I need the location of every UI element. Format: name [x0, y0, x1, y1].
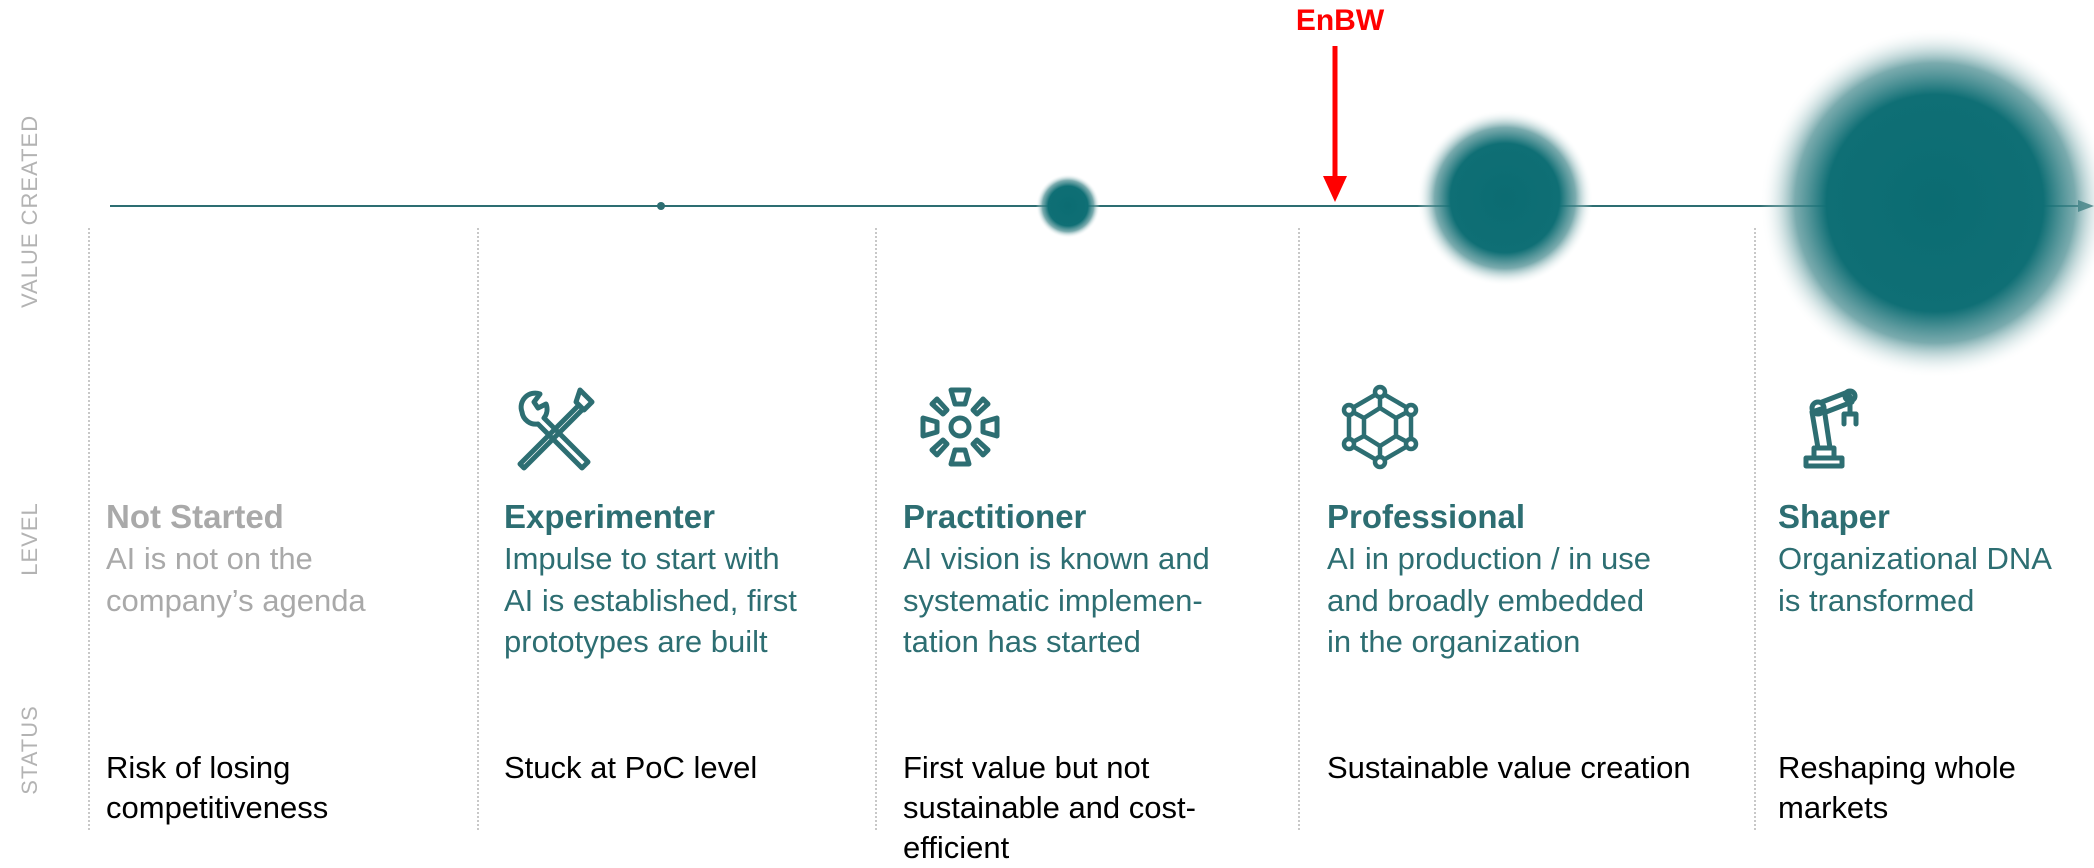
stage-title-not-started: Not Started	[106, 498, 284, 535]
column-divider	[477, 228, 479, 830]
stage-title-experimenter: Experimenter	[504, 498, 715, 535]
marker-arrow-head	[1323, 176, 1347, 202]
column-divider	[1754, 228, 1756, 830]
column-divider	[88, 228, 90, 830]
robot-arm-icon	[1803, 388, 1859, 469]
wrench-screwdriver-icon	[517, 387, 595, 471]
gear-icon	[920, 387, 1000, 467]
stage-description-shaper: Organizational DNA is transformed	[1778, 541, 2052, 618]
value-circle-shaper	[1760, 28, 2094, 378]
stage-status-experimenter: Stuck at PoC level	[504, 750, 758, 785]
stage-status-shaper: Reshaping whole markets	[1778, 750, 2016, 825]
stage-description-practitioner: AI vision is known and systematic implem…	[903, 541, 1210, 659]
stage-description-experimenter: Impulse to start with AI is established,…	[504, 541, 797, 659]
stage-title-professional: Professional	[1327, 498, 1526, 535]
stage-status-not-started: Risk of losing competitiveness	[106, 750, 329, 825]
stage-description-not-started: AI is not on the company’s agenda	[106, 541, 366, 618]
stage-status-practitioner: First value but not sustainable and cost…	[903, 750, 1196, 865]
enbw-marker-label: EnBW	[1295, 4, 1385, 37]
value-dot-experimenter	[657, 202, 665, 210]
stage-status-professional: Sustainable value creation	[1327, 750, 1691, 785]
value-circle-professional	[1417, 110, 1593, 286]
column-divider	[875, 228, 877, 830]
value-circle-practitioner	[1036, 174, 1100, 238]
network-cube-icon	[1341, 384, 1419, 470]
stage-title-practitioner: Practitioner	[903, 498, 1087, 535]
stage-title-shaper: Shaper	[1778, 498, 1890, 535]
column-divider	[1298, 228, 1300, 830]
stage-description-professional: AI in production / in use and broadly em…	[1327, 541, 1651, 659]
